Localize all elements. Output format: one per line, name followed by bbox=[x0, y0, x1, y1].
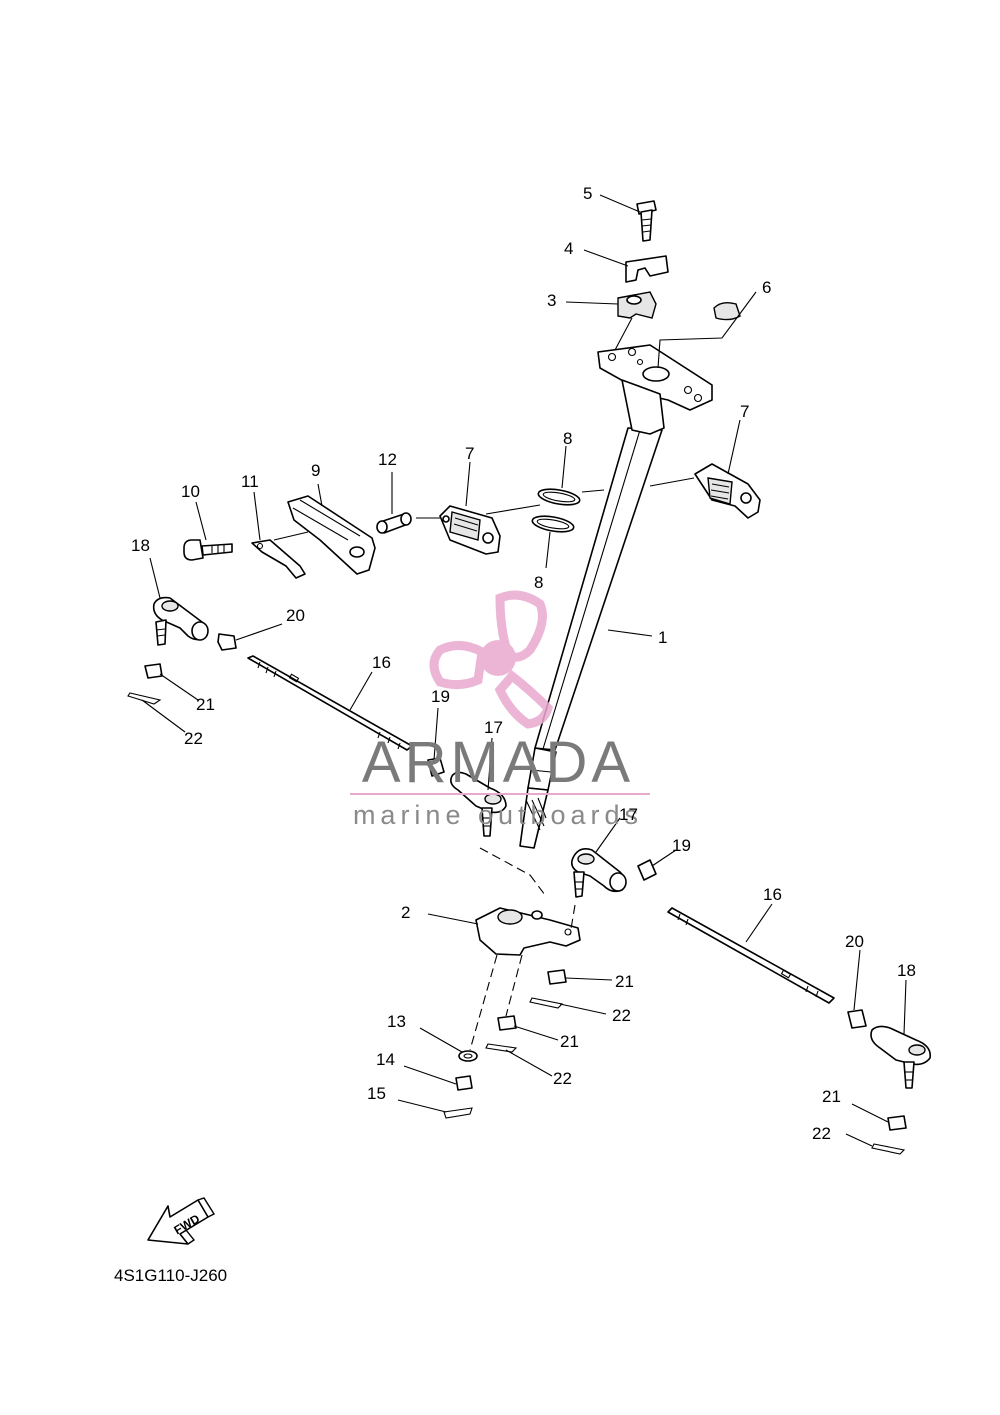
callout-9: 9 bbox=[311, 461, 320, 480]
callout-3: 3 bbox=[547, 291, 556, 310]
tie-rod-left bbox=[247, 655, 413, 751]
callout-21a: 21 bbox=[196, 695, 215, 714]
callout-14: 14 bbox=[376, 1050, 395, 1069]
callout-21c: 21 bbox=[560, 1032, 579, 1051]
callout-13: 13 bbox=[387, 1012, 406, 1031]
callout-22b: 22 bbox=[612, 1006, 631, 1025]
callout-7a: 7 bbox=[465, 444, 474, 463]
callout-18b: 18 bbox=[897, 961, 916, 980]
o-rings bbox=[531, 488, 581, 533]
sleeve-12 bbox=[376, 512, 412, 534]
tie-rod-right bbox=[667, 907, 835, 1004]
callout-19a: 19 bbox=[431, 687, 450, 706]
side-bracket-left bbox=[439, 505, 501, 555]
callout-7b: 7 bbox=[740, 402, 749, 421]
watermark-tagline: marine outboards bbox=[353, 800, 643, 830]
callout-8b: 8 bbox=[534, 573, 543, 592]
callout-15: 15 bbox=[367, 1084, 386, 1103]
callout-17b: 17 bbox=[619, 805, 638, 824]
lock-plate-11 bbox=[251, 539, 306, 579]
armada-watermark-logo bbox=[429, 590, 554, 729]
steering-arm bbox=[475, 907, 581, 956]
callout-19b: 19 bbox=[672, 836, 691, 855]
fwd-arrow-icon: FWD bbox=[147, 1197, 216, 1245]
callout-22d: 22 bbox=[812, 1124, 831, 1143]
bolt-10 bbox=[183, 539, 233, 561]
side-bracket-right bbox=[694, 463, 761, 519]
leader-lines bbox=[141, 194, 907, 1147]
callout-4: 4 bbox=[564, 239, 573, 258]
steering-column bbox=[519, 344, 713, 849]
tilt-lever bbox=[287, 495, 376, 575]
tie-rod-end-center bbox=[427, 757, 546, 896]
callout-12: 12 bbox=[378, 450, 397, 469]
callout-11: 11 bbox=[241, 472, 259, 491]
callout-10: 10 bbox=[181, 482, 200, 501]
callout-8a: 8 bbox=[563, 429, 572, 448]
top-clamp-assembly bbox=[614, 200, 741, 351]
diagram-code: 4S1G110-J260 bbox=[114, 1266, 227, 1285]
tie-rod-end-right-18 bbox=[847, 1009, 932, 1155]
watermark-brand: ARMADA bbox=[362, 730, 634, 795]
callout-20b: 20 bbox=[845, 932, 864, 951]
callout-5: 5 bbox=[583, 184, 592, 203]
tie-rod-end-left bbox=[127, 596, 237, 705]
tie-rod-end-right-17 bbox=[570, 848, 657, 898]
lower-fasteners bbox=[443, 904, 576, 1119]
callouts: 1 2 3 4 5 6 7 7 8 8 9 10 11 12 13 14 15 … bbox=[131, 184, 916, 1143]
callout-21b: 21 bbox=[615, 972, 634, 991]
callout-22c: 22 bbox=[553, 1069, 572, 1088]
callout-20a: 20 bbox=[286, 606, 305, 625]
callout-16b: 16 bbox=[763, 885, 782, 904]
callout-6: 6 bbox=[762, 278, 771, 297]
callout-18a: 18 bbox=[131, 536, 150, 555]
callout-21d: 21 bbox=[822, 1087, 841, 1106]
callout-16a: 16 bbox=[372, 653, 391, 672]
callout-2: 2 bbox=[401, 903, 410, 922]
callout-22a: 22 bbox=[184, 729, 203, 748]
callout-1: 1 bbox=[658, 628, 667, 647]
callout-17a: 17 bbox=[484, 718, 503, 737]
